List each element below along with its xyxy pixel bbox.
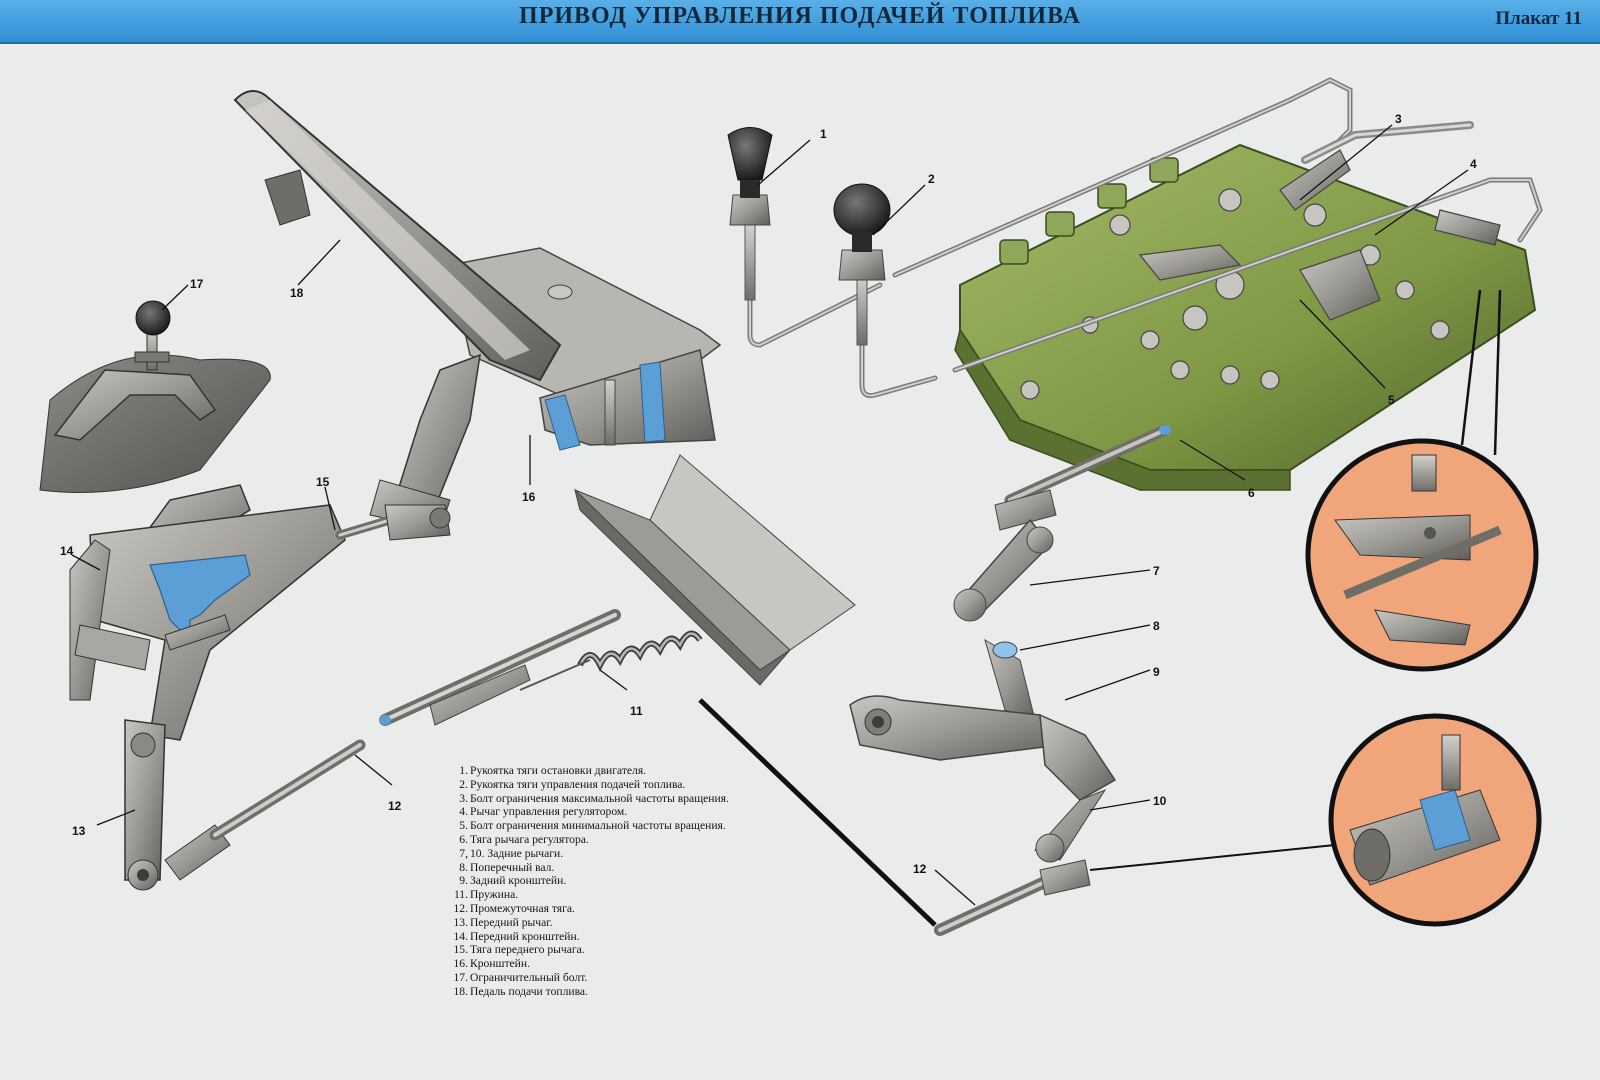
detail-circle-bolt (1305, 289, 1539, 672)
legend-item: 12.Промежуточная тяга. (453, 901, 575, 915)
legend-item: 4.Рычаг управления регулятором. (459, 805, 628, 819)
callout-2: 2 (928, 172, 935, 186)
callout-12-rear: 12 (913, 862, 927, 876)
legend-item: 11.Пружина. (453, 888, 519, 902)
legend-item: 2.Рукоятка тяги управления подачей топли… (459, 777, 686, 791)
legend-item: 13.Передний рычаг. (453, 915, 553, 929)
legend-item: 15.Тяга переднего рычага. (453, 943, 585, 957)
callout-16: 16 (522, 490, 536, 504)
callout-6: 6 (1248, 486, 1255, 500)
legend-item: 16.Кронштейн. (453, 957, 530, 971)
rear-rod (698, 698, 1336, 936)
channel-bracket (574, 454, 856, 686)
callout-10: 10 (1153, 794, 1167, 808)
callout-11: 11 (630, 704, 643, 718)
callout-17: 17 (190, 277, 204, 291)
legend-item: 18.Педаль подачи топлива. (453, 984, 588, 998)
limit-bolt-floor (39, 300, 271, 493)
legend-item: 5.Болт ограничения минимальной частоты в… (459, 819, 726, 833)
callout-12-front: 12 (388, 799, 402, 813)
spring-assembly (379, 609, 703, 726)
callout-3: 3 (1395, 112, 1402, 126)
callout-8: 8 (1153, 619, 1160, 633)
leader-lines (71, 124, 1469, 906)
callout-15: 15 (316, 475, 330, 489)
fuel-knob (833, 183, 891, 346)
rear-linkage (849, 518, 1117, 863)
legend-item: 17.Ограничительный болт. (453, 970, 588, 984)
callout-numbers: 1 2 3 4 5 6 7 8 9 10 11 12 12 13 14 15 1… (60, 112, 1477, 876)
header-bar: ПРИВОД УПРАВЛЕНИЯ ПОДАЧЕЙ ТОПЛИВА Плакат… (0, 0, 1600, 44)
control-cables (747, 77, 1543, 398)
legend-item: 6.Тяга рычага регулятора. (459, 832, 589, 846)
callout-7: 7 (1153, 564, 1160, 578)
callout-4: 4 (1470, 157, 1477, 171)
legend-item: 14.Передний кронштейн. (453, 929, 580, 943)
stop-knob (727, 127, 773, 301)
callout-14: 14 (60, 544, 74, 558)
legend-item: 1.Рукоятка тяги остановки двигателя. (459, 764, 647, 777)
callout-1: 1 (820, 127, 827, 141)
detail-circle-rod-end (1328, 713, 1542, 927)
fuel-pedal (233, 90, 722, 531)
plate-number: Плакат 11 (1495, 8, 1582, 29)
legend-item: 7,10. Задние рычаги. (459, 846, 564, 860)
front-linkage (69, 484, 451, 891)
parts-legend: 1.Рукоятка тяги остановки двигателя. 2.Р… (452, 764, 757, 999)
poster-title: ПРИВОД УПРАВЛЕНИЯ ПОДАЧЕЙ ТОПЛИВА (519, 3, 1081, 29)
legend-item: 8.Поперечный вал. (459, 860, 555, 874)
engine-block (954, 143, 1537, 491)
legend-item: 9.Задний кронштейн. (459, 874, 567, 888)
legend-item: 3.Болт ограничения максимальной частоты … (459, 791, 729, 805)
callout-9: 9 (1153, 665, 1160, 679)
callout-13: 13 (72, 824, 86, 838)
callout-5: 5 (1388, 393, 1395, 407)
callout-18: 18 (290, 286, 304, 300)
regulator-rod (994, 424, 1171, 531)
